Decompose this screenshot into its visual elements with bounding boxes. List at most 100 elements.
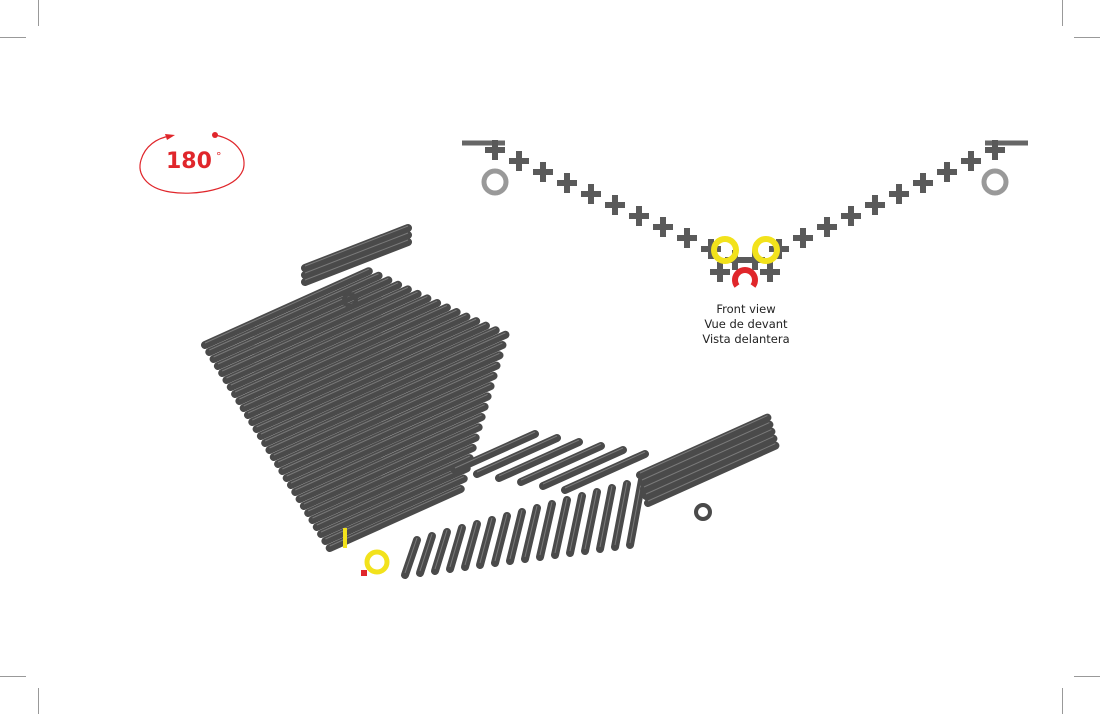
- rod: [304, 433, 480, 517]
- caption-en: Front view: [716, 302, 776, 316]
- rotation-angle: 180: [166, 149, 212, 174]
- connector-cross: [581, 184, 601, 204]
- rod: [261, 330, 510, 447]
- rod: [274, 361, 501, 468]
- connector-cross: [605, 195, 625, 215]
- rod: [248, 317, 481, 426]
- rod: [269, 351, 504, 461]
- rod: [566, 492, 586, 557]
- yellow-ring: [711, 236, 739, 264]
- connector-cross: [817, 217, 837, 237]
- rod: [495, 438, 583, 482]
- rod: [213, 280, 403, 370]
- rod: [235, 303, 451, 405]
- connector-cross: [485, 140, 505, 160]
- rod: [201, 267, 373, 349]
- caption-fr: Vue de devant: [704, 317, 788, 331]
- connector-cross: [760, 262, 780, 282]
- connector-cross: [725, 250, 745, 270]
- rod: [461, 520, 481, 571]
- rod: [205, 271, 383, 356]
- connector-cross: [937, 162, 957, 182]
- rod: [451, 430, 539, 474]
- rod: [640, 427, 776, 493]
- rod: [431, 528, 451, 575]
- degree-symbol: °: [215, 150, 222, 163]
- crop-mark: [0, 676, 26, 677]
- rod: [301, 231, 412, 279]
- rod: [209, 276, 393, 363]
- rod: [596, 484, 616, 553]
- rod: [638, 420, 774, 486]
- front-view-diagram: [462, 140, 1028, 288]
- crop-mark: [1074, 37, 1100, 38]
- rod: [325, 484, 465, 552]
- crop-mark: [38, 688, 39, 714]
- rod: [539, 446, 627, 490]
- connector-cross: [865, 195, 885, 215]
- gray-ring: [342, 292, 358, 308]
- connector-cross: [557, 173, 577, 193]
- connector-cross: [961, 151, 981, 171]
- rod: [506, 508, 526, 565]
- gray-ring: [481, 168, 509, 196]
- rod: [231, 298, 442, 398]
- rod: [256, 326, 500, 440]
- rod: [536, 500, 556, 561]
- connector-cross: [629, 206, 649, 226]
- rod: [473, 434, 561, 478]
- front-view-captions: Front view Vue de devant Vista delantera: [676, 302, 816, 347]
- connector-cross: [509, 151, 529, 171]
- rod: [291, 402, 489, 496]
- rod: [282, 382, 495, 482]
- crop-mark: [1074, 676, 1100, 677]
- connector-cross: [985, 140, 1005, 160]
- rod: [244, 312, 471, 419]
- rod: [551, 496, 571, 559]
- connector-cross: [793, 228, 813, 248]
- rod: [301, 224, 412, 272]
- connector-cross: [913, 173, 933, 193]
- rotate-arrow-icon: [139, 132, 245, 194]
- rod: [218, 285, 412, 377]
- connector-cross: [653, 217, 673, 237]
- rod: [636, 413, 772, 479]
- rod: [295, 413, 486, 503]
- gray-ring: [981, 168, 1009, 196]
- rod: [561, 450, 649, 494]
- gray-ring: [694, 503, 712, 521]
- connector-cross: [677, 228, 697, 248]
- rod: [626, 476, 646, 549]
- rod: [521, 504, 541, 563]
- rod: [287, 392, 492, 489]
- rod: [491, 512, 511, 567]
- rod: [278, 371, 498, 475]
- rotation-indicator: 180 °: [166, 149, 221, 175]
- connector-cross: [745, 250, 765, 270]
- connector-cross: [701, 239, 721, 259]
- rod: [312, 454, 474, 531]
- rod: [222, 289, 422, 384]
- rod: [321, 474, 468, 545]
- red-clip: [361, 570, 367, 576]
- rod: [226, 294, 432, 391]
- connector-cross: [533, 162, 553, 182]
- rod: [265, 341, 507, 454]
- caption-es: Vista delantera: [702, 332, 790, 346]
- yellow-ring: [364, 549, 390, 575]
- rod: [476, 516, 496, 569]
- rod: [416, 532, 436, 577]
- yellow-ring: [752, 236, 780, 264]
- yellow-pin: [343, 528, 347, 548]
- rod: [581, 488, 601, 555]
- crop-mark: [1062, 688, 1063, 714]
- crop-mark: [38, 0, 39, 26]
- rod: [644, 441, 780, 507]
- rod: [317, 464, 471, 538]
- connector-cross: [841, 206, 861, 226]
- rod: [401, 536, 421, 579]
- rod: [517, 442, 605, 486]
- rod: [611, 480, 631, 551]
- crop-mark: [0, 37, 26, 38]
